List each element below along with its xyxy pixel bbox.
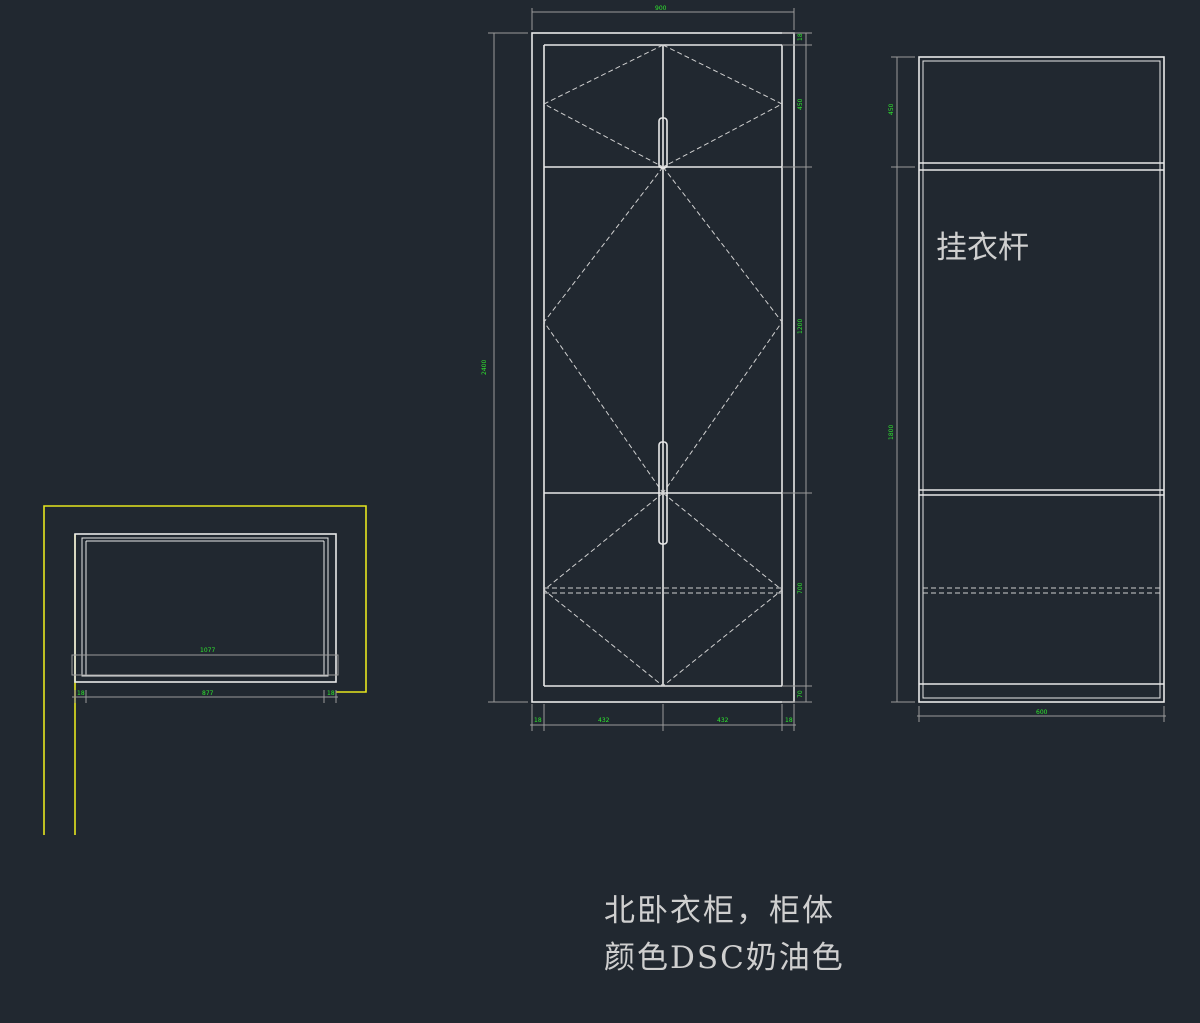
middle-left-swing	[543, 166, 664, 494]
front-dim-right-middle: 1200	[797, 319, 804, 334]
front-dim-bottom-left: 18	[534, 717, 542, 724]
upper-right-swing	[662, 44, 784, 168]
caption-line-2: 颜色DSC奶油色	[604, 940, 845, 976]
plan-door-swing-box	[71, 654, 339, 676]
caption-line-1: 北卧衣柜，柜体	[604, 893, 835, 929]
side-dim-top: 450	[888, 103, 895, 115]
hanging-rod-label: 挂衣杆	[936, 230, 1029, 266]
plan-dim-right: 18	[327, 690, 335, 697]
upper-left-swing	[542, 44, 664, 168]
front-dim-right-upper: 450	[797, 98, 804, 110]
drawing-caption: 北卧衣柜，柜体 颜色DSC奶油色	[604, 888, 845, 982]
lower-right-swing	[662, 492, 783, 687]
side-view: 挂衣杆 450 1800 600	[888, 56, 1166, 722]
plan-view: 1077 877 18 18	[43, 505, 367, 835]
side-cabinet-inner	[922, 60, 1161, 699]
front-dim-total-width: 900	[655, 5, 667, 12]
wall-outline	[43, 505, 367, 835]
front-dim-right-bottom: 70	[797, 690, 804, 698]
front-view: 900 2400 18 450 1200 700 70 18 432 432 1…	[481, 5, 812, 731]
middle-right-swing	[662, 166, 783, 494]
lower-handle-icon	[658, 441, 668, 545]
front-dim-right-lower: 700	[797, 582, 804, 594]
side-dim-middle: 1800	[888, 425, 895, 440]
plan-dim-inner-width: 1077	[200, 647, 215, 654]
plan-dim-width: 877	[202, 690, 214, 697]
front-dim-total-height: 2400	[481, 360, 488, 375]
plan-cabinet-outer	[74, 533, 337, 683]
front-cabinet-outer	[531, 32, 795, 703]
plan-dim-left: 18	[77, 690, 85, 697]
front-dim-bottom-door-left: 432	[598, 717, 610, 724]
lower-left-swing	[543, 492, 664, 687]
side-dim-bottom-width: 600	[1036, 709, 1048, 716]
front-dim-right-top: 18	[797, 33, 804, 41]
upper-handle-icon	[658, 117, 668, 169]
side-cabinet-outer	[918, 56, 1165, 703]
front-dim-bottom-right: 18	[785, 717, 793, 724]
plan-cabinet-inner	[81, 537, 329, 677]
front-dim-bottom-door-right: 432	[717, 717, 729, 724]
